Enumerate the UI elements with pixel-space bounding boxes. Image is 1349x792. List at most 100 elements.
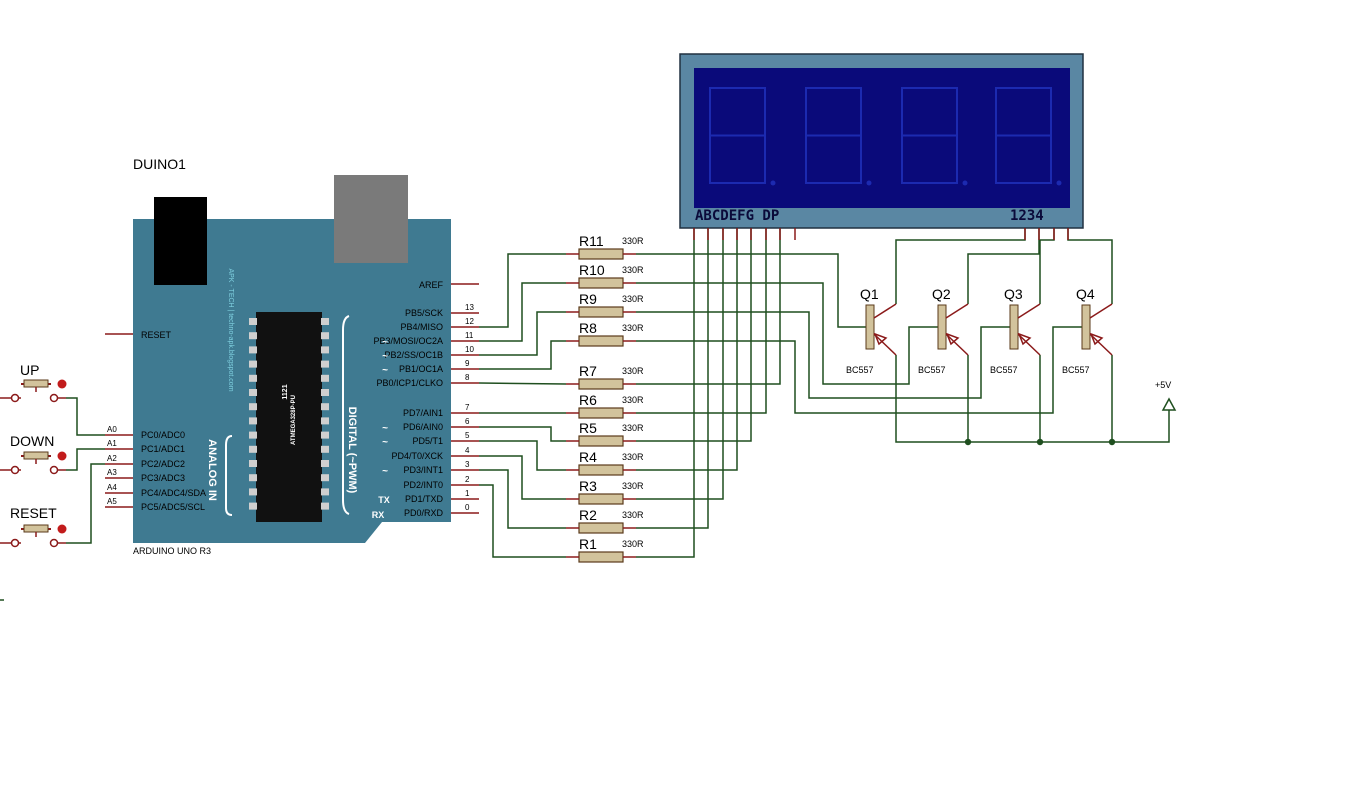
wire-d10-r9	[479, 311, 566, 356]
wire-reset-a2	[66, 463, 105, 544]
pwm-tilde: ~	[382, 351, 388, 362]
power-arrow-icon	[1161, 397, 1177, 411]
wire-resistor-segment	[636, 228, 767, 414]
digital-pin-label: PD7/AIN1	[403, 408, 443, 418]
wire-up-a0	[66, 397, 105, 436]
chip-pin	[249, 502, 257, 510]
chip-pin	[249, 346, 257, 354]
resistor-reference: R1	[579, 536, 597, 552]
button-label: RESET	[10, 505, 57, 521]
digital-pin-number: 1	[465, 489, 470, 498]
digital-pin-number: 11	[465, 331, 474, 340]
digital-pin-number: 6	[465, 417, 470, 426]
power-jack	[154, 197, 207, 285]
wire-resistor-segment	[636, 228, 752, 442]
transistor-body	[1081, 304, 1091, 350]
button-indicator	[57, 524, 67, 534]
display-digit-label: 1234	[1010, 208, 1044, 224]
display-face	[694, 68, 1070, 208]
analog-pin-label: PC5/ADC5/SCL	[141, 502, 205, 512]
wire-r11-q1	[636, 253, 866, 328]
analog-pin-name: A1	[107, 439, 117, 448]
display-segment-label: ABCDEFG DP	[695, 208, 779, 224]
transistor-body	[1009, 304, 1019, 350]
wire-d12-r11	[479, 253, 566, 328]
resistor-body	[578, 522, 624, 534]
wire-resistor-segment	[636, 228, 738, 471]
pwm-tilde: ~	[382, 423, 388, 434]
analog-pin-name: A4	[107, 483, 117, 492]
chip-pin	[321, 502, 329, 510]
button-indicator	[57, 379, 67, 389]
chip-pin	[249, 431, 257, 439]
wire-d8-r7	[478, 382, 567, 385]
button-terminal	[49, 465, 59, 475]
digital-pin-label: PB0/ICP1/CLKO	[376, 378, 443, 388]
transistor-body	[937, 304, 947, 350]
digital-pin-label: PD6/AIN0	[403, 422, 443, 432]
analog-pin-name: A2	[107, 454, 117, 463]
wire-q2-digit2	[967, 228, 1040, 304]
wire-layer	[0, 228, 1170, 601]
transistor-reference: Q1	[860, 286, 879, 302]
analog-pin-name: A0	[107, 425, 117, 434]
digital-pin-label: PD5/T1	[412, 436, 443, 446]
transistor-emitter	[1017, 333, 1041, 356]
resistor-body	[578, 435, 624, 447]
transistor-collector	[1089, 303, 1113, 319]
resistor-value: 330R	[622, 452, 644, 462]
chip-pin	[249, 403, 257, 411]
digital-pin-label: PB1/OC1A	[399, 364, 443, 374]
transistor-arrow	[1017, 332, 1032, 346]
button-cap	[23, 524, 49, 533]
resistor-reference: R9	[579, 291, 597, 307]
resistor-value: 330R	[622, 510, 644, 520]
resistor-body	[578, 306, 624, 318]
resistor-body	[578, 551, 624, 563]
chip-pin	[249, 460, 257, 467]
chip-pin	[321, 360, 329, 368]
transistor-part: BC557	[846, 365, 874, 375]
digital-pin-label: PD1/TXD	[405, 494, 444, 504]
resistor-body	[578, 378, 624, 390]
chip-pin	[249, 374, 257, 382]
transistor-reference: Q4	[1076, 286, 1095, 302]
resistor-value: 330R	[622, 294, 644, 304]
transistor-collector	[873, 303, 897, 319]
transistor-part: BC557	[1062, 365, 1090, 375]
pwm-tilde: ~	[382, 437, 388, 448]
digital-pin-number: 3	[465, 460, 470, 469]
wire-d4-r3	[479, 455, 566, 500]
digit-segments	[901, 87, 958, 184]
resistor-value: 330R	[622, 539, 644, 549]
wire-d3-r2	[479, 469, 566, 529]
chip-pin	[249, 445, 257, 453]
resistor-body	[578, 464, 624, 476]
rx-label: RX	[372, 510, 385, 520]
button-terminal	[49, 538, 59, 548]
digit-1	[709, 87, 776, 186]
transistor-body	[865, 304, 875, 350]
digital-pin-label: PD2/INT0	[403, 480, 443, 490]
wire-q3-digit3	[1039, 228, 1055, 304]
transistor-part: BC557	[990, 365, 1018, 375]
resistor-body	[578, 407, 624, 419]
button-terminal	[10, 538, 20, 548]
analog-pin-label: PC3/ADC3	[141, 473, 185, 483]
wire-d5-r4	[479, 440, 566, 471]
atmega-chip	[256, 312, 322, 522]
power-label: +5V	[1155, 380, 1171, 390]
resistor-reference: R11	[579, 233, 604, 249]
resistor-value: 330R	[622, 395, 644, 405]
analog-in-title: ANALOG IN	[206, 439, 218, 501]
chip-pin	[321, 332, 329, 340]
chip-code-label: 1121	[282, 384, 289, 399]
digit-4	[995, 87, 1062, 186]
transistor-arrow	[873, 332, 888, 346]
wire-r10-q2	[636, 282, 938, 385]
resistor-value: 330R	[622, 366, 644, 376]
wire-d2-r1	[479, 484, 566, 558]
chip-pin	[249, 332, 257, 340]
chip-pin	[321, 374, 329, 382]
